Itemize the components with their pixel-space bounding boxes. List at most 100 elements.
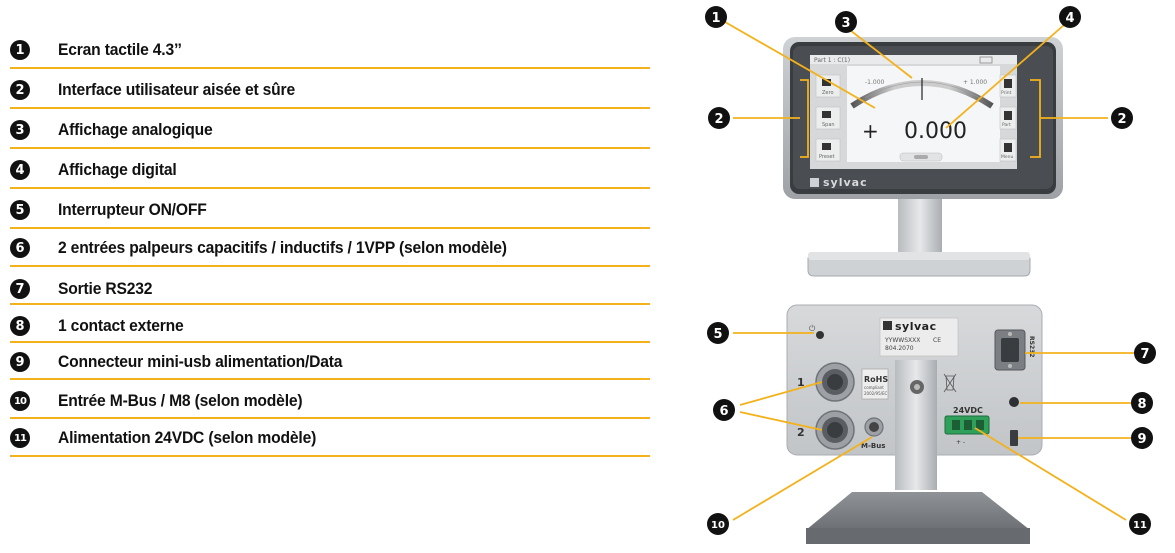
legend-divider: [10, 147, 650, 149]
rs232-label: RS232: [1028, 336, 1035, 357]
callout-10-text: 10: [711, 520, 725, 531]
front-stand: [807, 192, 1031, 277]
front-unit: Part 1 : C(1) Zero Span Preset Print Par…: [783, 37, 1063, 199]
legend-number-2: 2: [10, 80, 30, 100]
legend-label-5: Interrupteur ON/OFF: [58, 200, 207, 219]
legend-divider: [10, 455, 650, 457]
callout-10: 10: [707, 513, 729, 535]
gauge-scale-left: -1.000: [865, 79, 885, 86]
external-contact[interactable]: [1009, 397, 1019, 407]
callout-7: 7: [1134, 342, 1156, 364]
legend-label-8: 1 contact externe: [58, 316, 184, 335]
legend-item-2: 2 Interface utilisateur aisée et sûre: [10, 75, 316, 105]
digital-sign: +: [862, 119, 879, 143]
legend-divider: [10, 265, 650, 267]
legend-item-8: 8 1 contact externe: [10, 311, 194, 341]
legend-divider: [10, 67, 650, 69]
front-brand-logo: sylvac: [823, 176, 868, 189]
legend-item-11: 11 Alimentation 24VDC (selon modèle): [10, 423, 339, 453]
legend-number-9: 9: [10, 352, 30, 372]
callout-9-text: 9: [1137, 432, 1146, 447]
legend-divider: [10, 107, 650, 109]
rs232-port[interactable]: [994, 329, 1026, 371]
back-brand-logo: sylvac: [895, 320, 937, 333]
legend-item-3: 3 Affichage analogique: [10, 115, 226, 145]
rohs-sub-1: compliant: [864, 385, 884, 390]
screen-header-left: Part 1 : C(1): [814, 57, 850, 64]
legend-divider: [10, 378, 650, 380]
legend-number-8: 8: [10, 316, 30, 336]
part-button-label: Part: [1002, 122, 1011, 128]
gauge-scale-right: + 1.000: [963, 79, 987, 86]
callout-3: 3: [835, 11, 857, 33]
mbus-label: M-Bus: [861, 442, 885, 450]
port-1-label: 1: [797, 376, 805, 389]
callout-3-text: 3: [841, 16, 850, 31]
span-button-label: Span: [822, 122, 835, 128]
rohs-sub-2: 2002/95/EC: [864, 391, 887, 396]
legend-label-3: Affichage analogique: [58, 120, 213, 139]
legend-divider: [10, 341, 650, 343]
back-stand: [806, 360, 1030, 544]
legend-divider: [10, 303, 650, 305]
menu-button-label: Menu: [1001, 154, 1014, 160]
rohs-mark: RoHS: [864, 375, 888, 384]
power-symbol: ⏻: [809, 324, 816, 333]
power-switch[interactable]: [816, 331, 824, 339]
legend-label-11: Alimentation 24VDC (selon modèle): [58, 428, 317, 447]
legend-item-4: 4 Affichage digital: [10, 155, 187, 185]
legend-number-6: 6: [10, 238, 30, 258]
callout-markers: 1 3 4 2 2 5 6 7: [705, 6, 1156, 535]
print-button-label: Print: [1001, 90, 1012, 96]
callout-7-text: 7: [1140, 347, 1149, 362]
digital-value: 0.000: [904, 119, 967, 144]
legend-item-7: 7 Sortie RS232: [10, 274, 160, 304]
analog-gauge: -1.000 + 1.000: [850, 78, 994, 109]
callout-1-text: 1: [711, 11, 720, 26]
legend-label-2: Interface utilisateur aisée et sûre: [58, 80, 295, 99]
callout-8-text: 8: [1137, 397, 1146, 412]
legend-label-4: Affichage digital: [58, 160, 177, 179]
legend-divider: [10, 417, 650, 419]
callout-11-text: 11: [1133, 520, 1147, 531]
vdc-label: 24VDC: [953, 406, 983, 415]
polarity-label: + -: [956, 439, 965, 446]
legend-divider: [10, 187, 650, 189]
legend-label-7: Sortie RS232: [58, 279, 153, 298]
sensor-port-2[interactable]: [815, 410, 855, 450]
callout-5-text: 5: [713, 327, 722, 342]
zero-button-label: Zero: [822, 90, 834, 96]
screen-left-buttons: Zero Span Preset: [815, 74, 841, 162]
legend-number-11: 11: [10, 428, 30, 448]
sensor-port-1[interactable]: [815, 362, 855, 402]
callout-6: 6: [713, 399, 735, 421]
screen-right-buttons: Print Part Menu: [999, 74, 1017, 162]
callout-11: 11: [1129, 513, 1151, 535]
legend-label-9: Connecteur mini-usb alimentation/Data: [58, 352, 343, 371]
callout-9: 9: [1131, 427, 1153, 449]
legend-number-5: 5: [10, 200, 30, 220]
legend-list: 1 Ecran tactile 4.3’’ 2 Interface utilis…: [10, 35, 650, 457]
callout-5: 5: [707, 322, 729, 344]
callout-2-left: 2: [708, 107, 730, 129]
callout-4: 4: [1059, 6, 1081, 28]
legend-item-1: 1 Ecran tactile 4.3’’: [10, 35, 192, 65]
serial-line-1: YYWWSXXX: [884, 337, 920, 344]
callout-2-right: 2: [1111, 107, 1133, 129]
legend-label-10: Entrée M-Bus / M8 (selon modèle): [58, 391, 303, 410]
weee-icon: [943, 373, 957, 393]
legend-label-1: Ecran tactile 4.3’’: [58, 40, 182, 59]
serial-line-2: 804.2070: [885, 345, 914, 352]
callout-8: 8: [1131, 392, 1153, 414]
legend-number-4: 4: [10, 160, 30, 180]
legend-item-9: 9 Connecteur mini-usb alimentation/Data: [10, 347, 367, 377]
mini-usb-port[interactable]: [1010, 430, 1018, 446]
legend-item-10: 10 Entrée M-Bus / M8 (selon modèle): [10, 386, 324, 416]
legend-number-3: 3: [10, 120, 30, 140]
power-connector[interactable]: [944, 415, 990, 435]
legend-item-6: 6 2 entrées palpeurs capacitifs / induct…: [10, 233, 546, 263]
legend-number-7: 7: [10, 279, 30, 299]
port-2-label: 2: [797, 426, 805, 439]
callout-4-text: 4: [1065, 11, 1074, 26]
